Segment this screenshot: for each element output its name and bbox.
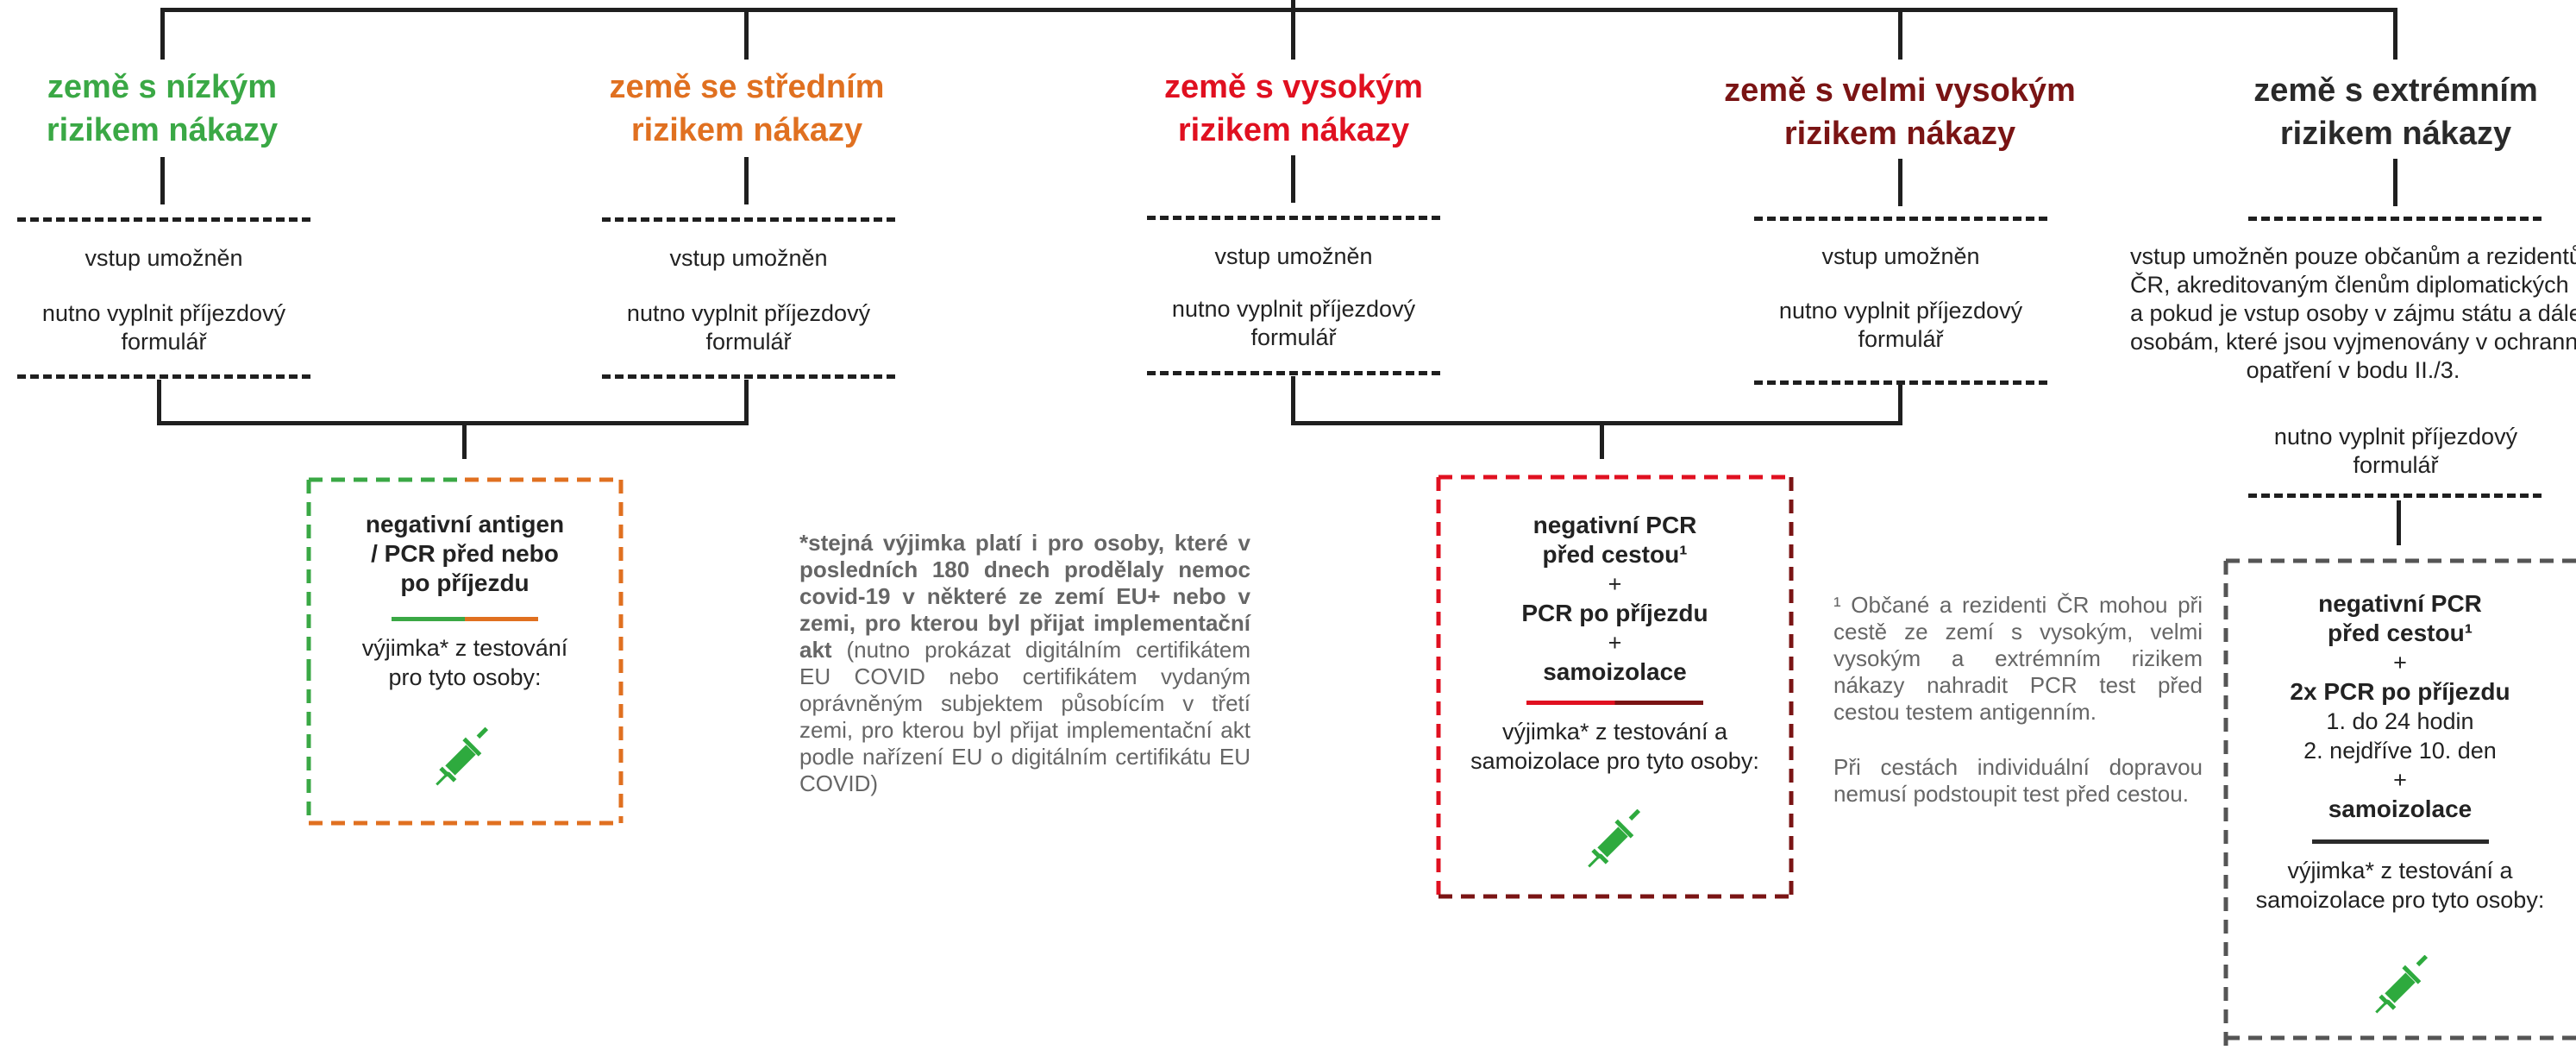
box2-line4: samoizolace bbox=[1543, 658, 1687, 685]
bracket-low-left bbox=[157, 380, 161, 424]
box2-plus1: + bbox=[1608, 571, 1622, 597]
bracket-high-veryhigh-bar bbox=[1291, 421, 1902, 425]
box-border-high-veryhigh bbox=[1436, 475, 1794, 899]
box1-exception-2: pro tyto osoby: bbox=[388, 664, 542, 690]
test-box-low-medium: negativní antigen / PCR před nebo po pří… bbox=[306, 477, 624, 826]
stem-extreme bbox=[2393, 159, 2397, 206]
dash-bottom-low bbox=[17, 374, 310, 379]
bracket-medium-right bbox=[744, 380, 749, 424]
box3-plus2: + bbox=[2393, 767, 2407, 793]
top-horizontal-line bbox=[160, 8, 2397, 12]
box2-line1: negativní PCR bbox=[1532, 512, 1697, 538]
box3-exception-2: samoizolace pro tyto osoby: bbox=[2255, 887, 2545, 913]
box3-plus1: + bbox=[2393, 650, 2407, 676]
box-border-low-medium bbox=[306, 477, 624, 826]
drop-line-high bbox=[1291, 8, 1295, 60]
bracket-high-left bbox=[1291, 376, 1295, 424]
box1-exception-1: výjimka* z testování bbox=[361, 635, 568, 661]
bracket-low-medium-stem bbox=[462, 421, 467, 459]
box3-line4: 1. do 24 hodin bbox=[2326, 708, 2474, 734]
note-exception-bold: *stejná výjimka platí i pro osoby, které… bbox=[799, 530, 1250, 663]
box1-line3: po příjezdu bbox=[400, 569, 530, 596]
top-stem-line bbox=[1291, 0, 1295, 10]
box2-exception-1: výjimka* z testování a bbox=[1501, 719, 1728, 745]
dash-top-medium bbox=[602, 217, 895, 222]
stem-medium bbox=[744, 157, 749, 204]
note-antigen-p2: Při cestách individuální dopravou nemusí… bbox=[1833, 754, 2203, 807]
box3-exception-1: výjimka* z testování a bbox=[2287, 858, 2513, 883]
entry-veryhigh: vstup umožněn bbox=[1821, 243, 1980, 269]
test-box-extreme: negativní PCR před cestou¹ + 2x PCR po p… bbox=[2223, 558, 2576, 1050]
dash-top-low bbox=[17, 217, 310, 222]
bracket-veryhigh-right bbox=[1898, 385, 1902, 424]
box3-line6: samoizolace bbox=[2328, 795, 2473, 822]
dash-bottom-medium bbox=[602, 374, 895, 379]
note-antigen: ¹ Občané a rezidenti ČR mohou při cestě … bbox=[1833, 592, 2203, 808]
dash-bottom-high bbox=[1147, 371, 1440, 375]
entry-extreme: vstup umožněn pouze občanům a rezidentům… bbox=[2130, 243, 2576, 383]
note-antigen-p1: ¹ Občané a rezidenti ČR mohou při cestě … bbox=[1833, 592, 2203, 725]
dash-bottom-veryhigh bbox=[1754, 380, 2047, 385]
note-exception: *stejná výjimka platí i pro osoby, které… bbox=[799, 530, 1250, 797]
bracket-high-veryhigh-stem bbox=[1600, 421, 1604, 459]
test-box-high-veryhigh: negativní PCR před cestou¹ + PCR po příj… bbox=[1436, 475, 1794, 899]
dash-bottom-extreme bbox=[2248, 494, 2542, 498]
drop-line-low bbox=[160, 8, 165, 60]
syringe-icon bbox=[436, 727, 489, 786]
box2-line2: před cestou¹ bbox=[1542, 541, 1688, 568]
dash-top-extreme bbox=[2248, 217, 2542, 221]
stem-veryhigh bbox=[1898, 159, 1902, 206]
box2-plus2: + bbox=[1608, 630, 1622, 656]
note-exception-normal: (nutno prokázat digitálním certifikátem … bbox=[799, 637, 1250, 796]
box1-line2: / PCR před nebo bbox=[371, 540, 559, 567]
syringe-icon bbox=[2375, 955, 2429, 1014]
box2-exception-2: samoizolace pro tyto osoby: bbox=[1470, 748, 1759, 774]
entry-high: vstup umožněn bbox=[1214, 243, 1373, 269]
box2-line3: PCR po příjezdu bbox=[1521, 600, 1708, 626]
box3-line2: před cestou¹ bbox=[2327, 619, 2473, 646]
drop-line-veryhigh bbox=[1898, 8, 1902, 60]
box1-separator bbox=[392, 617, 538, 621]
box3-line1: negativní PCR bbox=[2318, 590, 2482, 617]
stem-extreme-box bbox=[2397, 500, 2401, 545]
box2-separator bbox=[1526, 701, 1703, 705]
box1-line1: negativní antigen bbox=[365, 511, 565, 538]
entry-medium: vstup umožněn bbox=[669, 245, 828, 271]
box3-line5: 2. nejdříve 10. den bbox=[2303, 738, 2497, 764]
dash-top-high bbox=[1147, 216, 1440, 220]
bracket-low-medium-bar bbox=[157, 421, 749, 425]
stem-low bbox=[160, 157, 165, 204]
box3-line3: 2x PCR po příjezdu bbox=[2290, 678, 2510, 705]
box-border-extreme bbox=[2223, 558, 2576, 1047]
stem-high bbox=[1291, 155, 1295, 203]
dash-top-veryhigh bbox=[1754, 217, 2047, 221]
box3-separator bbox=[2311, 839, 2489, 844]
drop-line-extreme bbox=[2393, 8, 2397, 60]
drop-line-medium bbox=[744, 8, 749, 60]
entry-low: vstup umožněn bbox=[85, 245, 243, 271]
syringe-icon bbox=[1588, 809, 1641, 868]
